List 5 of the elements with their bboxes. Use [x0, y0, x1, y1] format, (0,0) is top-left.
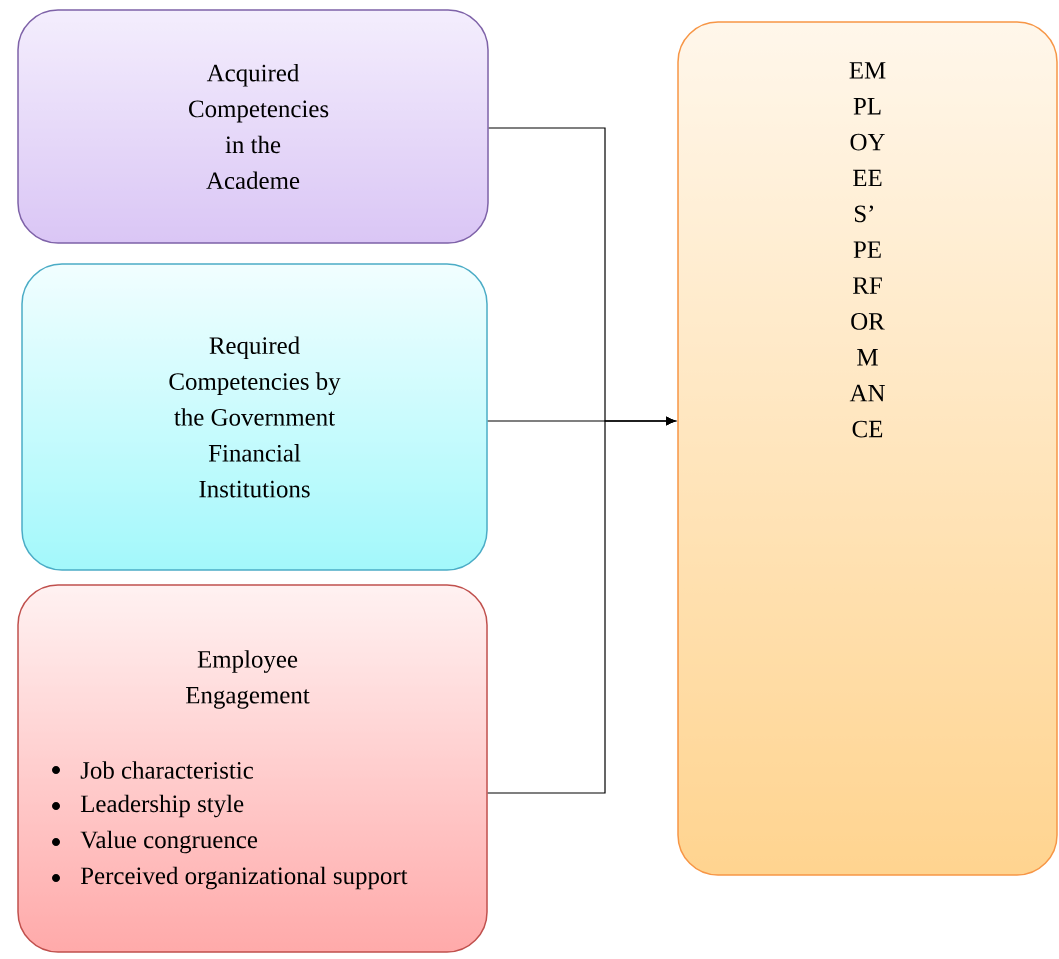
concept-box: Employee Engagement Job characteristic Leadership style Value congruence Perceived organizational support — [17, 584, 488, 953]
vertical-title-box: EMPLOYEES’ PERFORMANCE — [677, 21, 1058, 876]
arrow — [487, 417, 676, 794]
concept-box: Acquired Competencies in the Academe — [17, 9, 489, 244]
concept-box: Required Competencies by the Government Financial Institutions — [21, 263, 488, 571]
